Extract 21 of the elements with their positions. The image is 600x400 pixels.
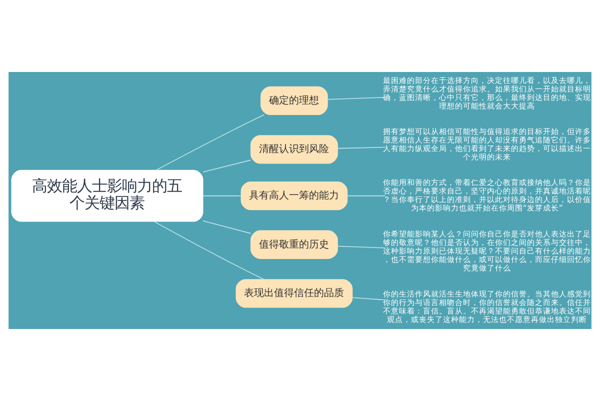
connector — [202, 159, 252, 172]
connector — [327, 96, 386, 100]
connector — [154, 220, 264, 280]
node-text: 你能用和善的方式，带着仁爱之心教育或接纳他人吗？你是否虚心，严格要求自己，坚守内心的原则，并真诚地活着呢？当你奉行了以上的准则，并以此对待身边的人后，以价值为本的影响力也就开始在你周围“发芽成长” — [382, 178, 591, 212]
connector — [337, 245, 386, 248]
connector — [347, 194, 386, 196]
node-box: 清醒认识到风险 — [250, 134, 338, 164]
node-box: 具有高人一筹的能力 — [240, 181, 348, 210]
node-box: 高效能人士影响力的五个关键因素 — [11, 169, 204, 222]
connector — [337, 146, 386, 148]
connector — [202, 220, 252, 234]
node-box: 表现出值得信任的品质 — [236, 278, 353, 308]
connector — [202, 194, 242, 196]
node-box: 确定的理想 — [260, 86, 328, 114]
node-box: 值得敬重的历史 — [250, 230, 338, 258]
node-text: 拥有梦想可以从相信可能性与值得追求的目标开始，但许多愿意相信人生存在无限可能的人却没有勇气追随它们。许多人有能力纵观全局，他们看到了未来的趋势，可以描述出一个光明的未来 — [382, 126, 591, 161]
connector — [155, 114, 265, 170]
node-text: 你希望能影响某人么？问问你自己你是否对他人表达出了足够的敬意呢？他们是否认为，在你们之间的关系与交往中，这种影响力原则已体现无疑呢？不要问自己有什么样的能力，也不需要想你能做什么，或可以做什么，而应仔细回忆你究竟做了什么 — [382, 228, 591, 272]
node-text: 你的生活作风就活生生地体现了你的信誉。当其他人感觉到你的行为与语言相吻合时，你的信誉就会随之而来。信任并不意味着：盲信。盲从。不再渴望能勇敢但恭谦地表达不同观点，或丧失了这种能力，无法也不愿意再做出独立判断 — [382, 288, 591, 324]
node-text: 最困难的部分在于选择方向，决定往哪儿看，以及去哪儿，弄清楚究竟什么才值得你追求。如果我们从一开始就目标明确，蓝图清晰，心中只有它，那么，最终到达目的地、实现理想的可能性就会大大提高 — [382, 75, 591, 110]
connector — [352, 296, 386, 300]
